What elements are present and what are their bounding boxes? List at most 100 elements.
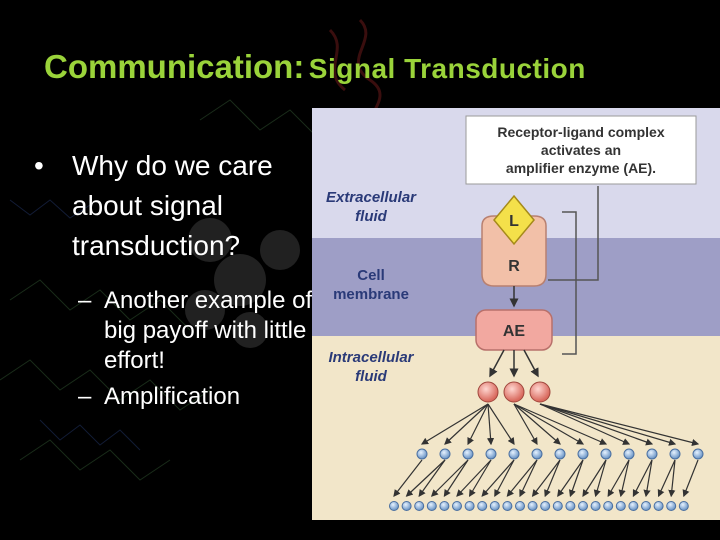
amplification-arrow: [481, 459, 515, 497]
extracellular-label-2: fluid: [355, 208, 387, 225]
amplification-arrow: [420, 403, 489, 445]
amplified-molecule: [502, 501, 513, 511]
amplified-molecule: [389, 501, 399, 511]
amplified-molecule: [653, 501, 664, 511]
amplified-molecule: [578, 501, 588, 511]
amplified-molecule: [464, 501, 475, 511]
amplification-arrow: [632, 459, 653, 498]
amplification-arrow: [593, 459, 607, 498]
callout-box: [465, 115, 697, 185]
amplified-molecule: [515, 501, 525, 511]
amplified-molecule: [628, 501, 639, 511]
callout-line-3: amplifier enzyme (AE).: [506, 160, 656, 176]
amplified-molecule: [508, 448, 520, 460]
membrane-label-2: membrane: [333, 286, 409, 303]
amplification-arrow: [618, 459, 630, 498]
amplification-arrow: [513, 403, 608, 445]
amplified-molecule: [462, 448, 474, 460]
intracellular-label-1: Intracellular: [328, 349, 414, 366]
amplification-arrow: [539, 403, 677, 446]
amplified-molecule: [615, 501, 626, 511]
callout-connector: [548, 186, 599, 281]
amplified-molecule: [600, 448, 612, 460]
amplification-arrow: [557, 459, 584, 497]
amplification-arrows-lower: [393, 459, 699, 498]
amplification-arrow: [531, 459, 561, 497]
amplified-molecule: [485, 448, 497, 460]
amplified-molecule: [577, 448, 589, 460]
intracellular-label-2: fluid: [355, 368, 387, 385]
sub-bullet-text: Another example of big payoff with littl…: [104, 287, 313, 374]
amplification-arrow: [539, 403, 654, 446]
amplification-arrow: [393, 459, 423, 497]
amplified-molecule: [540, 501, 551, 511]
amplification-arrow: [405, 459, 446, 497]
amplification-arrow: [456, 459, 492, 497]
amplifier-enzyme-label: AE: [503, 323, 526, 340]
amplified-molecule: [669, 448, 681, 460]
dash-icon: –: [78, 287, 92, 314]
amplified-molecule: [603, 501, 614, 511]
amplification-arrow: [444, 403, 489, 445]
amplified-molecule: [623, 448, 635, 460]
amplification-arrow: [519, 459, 538, 498]
bullet-list: • Why do we care about signal transducti…: [34, 146, 314, 412]
amplification-arrow: [668, 459, 676, 498]
amplification-arrow: [443, 459, 469, 498]
amplification-arrow: [657, 459, 676, 498]
amplification-arrow: [513, 403, 561, 445]
amplification-arrow: [467, 403, 489, 446]
amplified-molecule: [646, 448, 658, 460]
amplification-arrow: [486, 403, 495, 446]
amplified-molecule: [426, 501, 437, 511]
amplified-molecule: [692, 448, 704, 460]
ae-to-messenger-arrows: [489, 349, 539, 378]
amplified-molecule: [414, 501, 425, 511]
amplified-molecule: [401, 501, 412, 511]
amplification-arrow: [582, 459, 607, 498]
callout-line-2: activates an: [541, 142, 621, 158]
amplification-arrow: [513, 403, 585, 445]
bullet-item: • Why do we care about signal transducti…: [34, 146, 314, 266]
amplified-molecule: [678, 501, 689, 511]
bullet-text: Why do we care about signal transduction…: [72, 150, 273, 261]
dash-icon: –: [78, 383, 92, 410]
intracellular-region: [312, 336, 720, 520]
sub-bullet-text: Amplification: [104, 383, 241, 410]
amplified-molecule: [452, 501, 462, 511]
amplification-arrow: [430, 459, 469, 497]
amplification-arrow: [506, 459, 538, 497]
amplified-molecule: [554, 448, 566, 460]
amplified-molecule: [641, 501, 651, 511]
amplified-molecule: [590, 501, 601, 511]
sub-bullet-item: – Amplification: [34, 382, 314, 412]
amplification-arrow: [539, 403, 631, 445]
amplification-arrows: [420, 403, 700, 447]
amplification-arrow: [539, 403, 700, 447]
membrane-label-1: Cell: [357, 267, 385, 284]
amplified-molecule: [489, 501, 500, 511]
amplified-molecule: [527, 501, 538, 511]
amplification-arrow: [607, 459, 630, 498]
amplification-arrow: [513, 403, 538, 446]
amplification-arrow: [682, 459, 699, 498]
amplified-molecule-row-bottom: [389, 501, 689, 511]
signal-transduction-figure: Receptor-ligand complex activates an amp…: [312, 108, 720, 520]
amplified-molecule: [439, 448, 451, 460]
amplified-molecule: [416, 448, 428, 460]
callout-line-1: Receptor-ligand complex: [497, 124, 664, 140]
amplified-molecule: [531, 448, 543, 460]
amplification-arrow: [487, 403, 515, 446]
extracellular-label-1: Extracellular: [326, 189, 417, 206]
amplified-molecule: [666, 501, 677, 511]
title-sub: Signal Transduction: [308, 53, 586, 84]
amplification-arrow: [643, 459, 653, 498]
amplified-molecule-row: [416, 448, 704, 460]
amplification-arrow: [418, 459, 446, 497]
amplified-molecule: [565, 501, 576, 511]
receptor-shape: [481, 215, 547, 287]
receptor-label: R: [508, 258, 520, 275]
bullet-dot-icon: •: [34, 150, 44, 181]
